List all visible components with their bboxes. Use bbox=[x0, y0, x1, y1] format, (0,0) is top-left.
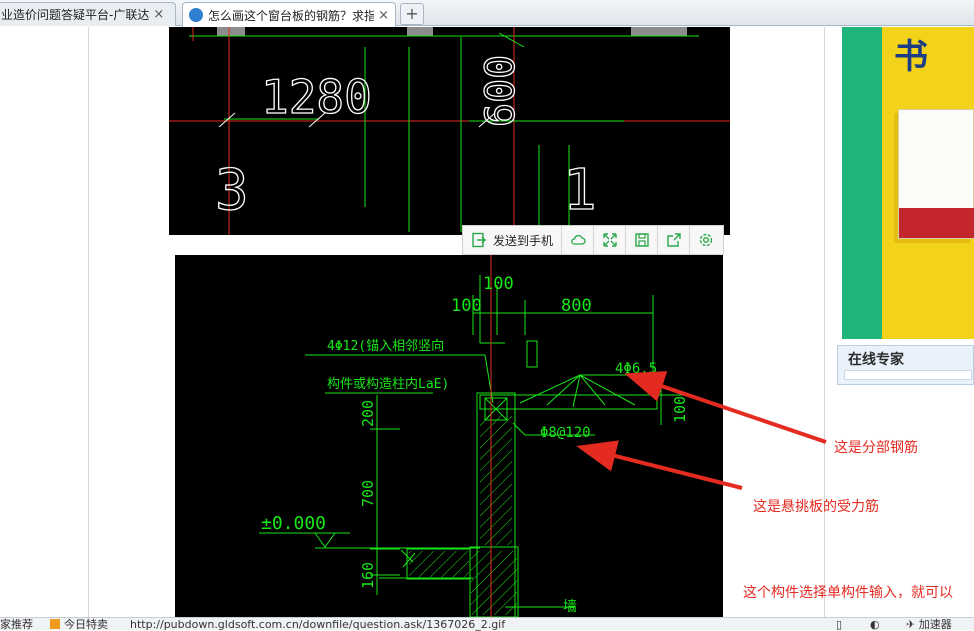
status-accelerator[interactable]: ✈ 加速器 bbox=[906, 618, 952, 631]
expand-icon bbox=[602, 233, 617, 247]
fullscreen-button[interactable] bbox=[594, 226, 627, 254]
status-mobile-icon[interactable]: ▯ bbox=[836, 618, 843, 631]
arrow-cantilever bbox=[576, 440, 743, 490]
tab-close-icon[interactable]: × bbox=[153, 7, 165, 22]
image-hover-toolbar: 发送到手机 bbox=[462, 225, 724, 255]
cad-dim-800: 800 bbox=[561, 296, 592, 316]
content-divider bbox=[824, 27, 825, 617]
daily-deals-label: 今日特卖 bbox=[64, 618, 108, 631]
cad-dim-160: 160 bbox=[359, 562, 377, 589]
status-recommend-link[interactable]: 家推荐 bbox=[0, 618, 33, 631]
cad-axis-label-1: 1 bbox=[563, 158, 597, 223]
online-expert-panel: 在线专家 bbox=[837, 345, 974, 385]
share-button[interactable] bbox=[658, 226, 691, 254]
cad-dim-100-top: 100 bbox=[483, 274, 514, 294]
send-to-phone-label: 发送到手机 bbox=[493, 233, 554, 248]
cad-main-bar: Φ8@120 bbox=[540, 425, 591, 441]
tab-bar: 业造价问题答疑平台-广联达 × 怎么画这个窗台板的钢筋？求指 × + bbox=[0, 0, 974, 27]
status-url: http://pubdown.gldsoft.com.cn/downfile/q… bbox=[130, 618, 506, 631]
annotation-component: 这个构件选择单构件输入，就可以 bbox=[743, 585, 953, 601]
cad-dimension-600: 600 bbox=[478, 55, 524, 127]
cad-wall-label: 墙 bbox=[563, 599, 577, 615]
ad-headline: 书 bbox=[894, 37, 928, 77]
gift-icon bbox=[50, 619, 60, 629]
book-cover-band bbox=[899, 208, 974, 238]
cad-plan-svg: 1280 600 3 1 bbox=[169, 27, 730, 235]
browser-favicon-icon bbox=[189, 8, 203, 22]
tab-title: 业造价问题答疑平台-广联达 bbox=[1, 8, 150, 22]
cad-drawing-section[interactable]: 100 100 800 4Φ12(锚入相邻竖向 构件或构造柱内LaE) 4Φ6.… bbox=[175, 255, 723, 622]
content-divider bbox=[88, 27, 89, 617]
save-icon bbox=[634, 233, 649, 247]
cad-fill bbox=[407, 27, 433, 36]
cad-section-svg: 100 100 800 4Φ12(锚入相邻竖向 构件或构造柱内LaE) 4Φ6.… bbox=[259, 255, 689, 622]
accelerator-label: 加速器 bbox=[918, 618, 952, 631]
cad-dim-200: 200 bbox=[359, 400, 377, 427]
cad-drawing-plan[interactable]: 1280 600 3 1 bbox=[169, 27, 730, 235]
book-advertisement[interactable]: 书 bbox=[842, 27, 974, 339]
online-expert-title: 在线专家 bbox=[848, 352, 904, 368]
cad-rebar-note-line1: 4Φ12(锚入相邻竖向 bbox=[327, 338, 444, 354]
cad-rebar-note-line2: 构件或构造柱内LaE) bbox=[327, 376, 449, 392]
save-image-button[interactable] bbox=[626, 226, 659, 254]
cad-elevation: ±0.000 bbox=[261, 513, 326, 534]
new-tab-button[interactable]: + bbox=[400, 3, 424, 25]
cad-axis-label-3: 3 bbox=[215, 158, 249, 223]
status-browser-icon[interactable]: ◐ bbox=[870, 618, 880, 631]
status-daily-deals-link[interactable]: 今日特卖 bbox=[50, 618, 108, 631]
online-expert-content bbox=[844, 370, 972, 380]
tab-answer-platform[interactable]: 业造价问题答疑平台-广联达 × bbox=[0, 2, 176, 26]
send-to-phone-icon bbox=[472, 232, 486, 248]
annotation-distribution-bar: 这是分部钢筋 bbox=[834, 440, 918, 456]
cad-fill bbox=[217, 27, 245, 36]
share-icon bbox=[666, 233, 681, 247]
tab-close-icon[interactable]: × bbox=[378, 7, 389, 23]
cad-dim-100-right: 100 bbox=[671, 396, 689, 423]
cloud-save-button[interactable] bbox=[562, 226, 595, 254]
cad-fill bbox=[631, 27, 687, 36]
send-to-phone-button[interactable]: 发送到手机 bbox=[463, 226, 563, 254]
annotation-cantilever-bar: 这是悬挑板的受力筋 bbox=[753, 499, 879, 515]
settings-icon bbox=[699, 233, 713, 247]
cad-dimension-1280: 1280 bbox=[261, 70, 372, 124]
settings-button[interactable] bbox=[690, 226, 722, 254]
arrow-distribution bbox=[624, 371, 827, 444]
book-cover-image bbox=[898, 109, 974, 239]
cloud-icon bbox=[570, 234, 586, 245]
status-bar: 家推荐 今日特卖 http://pubdown.gldsoft.com.cn/d… bbox=[0, 617, 974, 631]
tab-rebar-question[interactable]: 怎么画这个窗台板的钢筋？求指 × bbox=[182, 2, 396, 27]
tab-title: 怎么画这个窗台板的钢筋？求指 bbox=[208, 8, 375, 23]
cad-dim-700: 700 bbox=[359, 480, 377, 507]
cad-dim-100-left: 100 bbox=[451, 296, 482, 316]
